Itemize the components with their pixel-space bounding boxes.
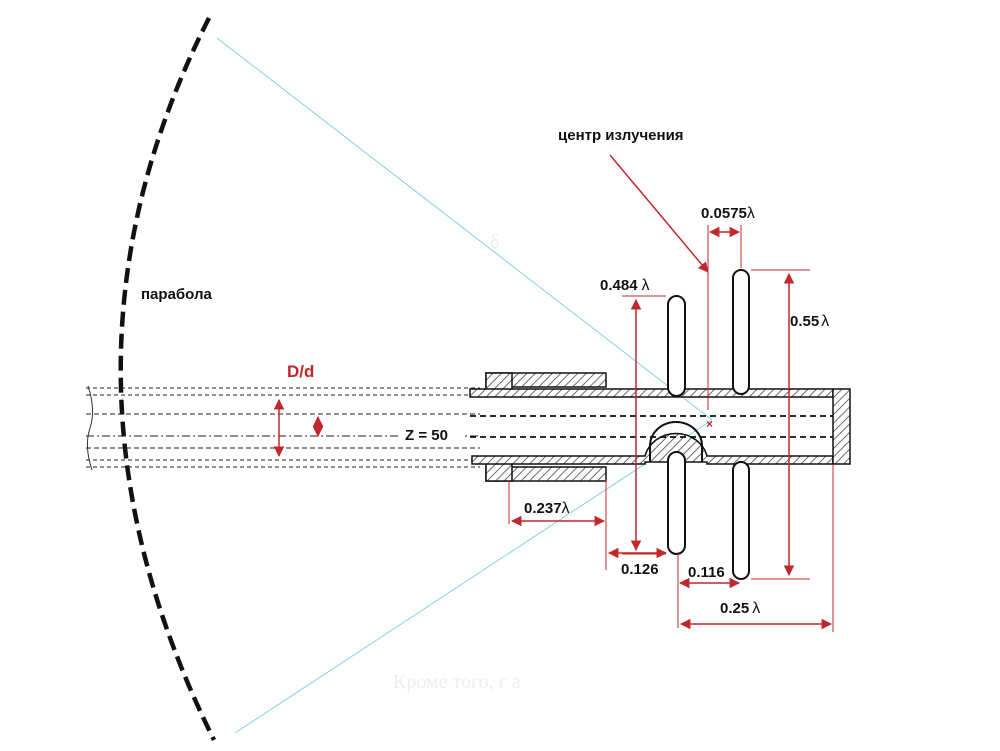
- lambda-symbol: λ: [562, 500, 570, 517]
- radiation-center-pointer: [609, 154, 709, 273]
- dipoles: [667, 269, 750, 580]
- tube-end-cap: [832, 388, 851, 465]
- dipole1-upper-arm: [667, 295, 686, 397]
- parabola-reflector: [118, 16, 217, 742]
- coupling-loop: [649, 421, 703, 462]
- dim-0-0575-value: 0.0575: [701, 205, 747, 222]
- tube-bottom-wall: [471, 432, 834, 465]
- dipole1-lower-arm: [667, 451, 686, 555]
- impedance-label-bg: [400, 424, 462, 444]
- dimension-arrows: [510, 226, 833, 630]
- main-tube: [469, 388, 851, 465]
- dim-0-237-value: 0.237: [524, 500, 562, 517]
- dim-0-237-label: 0.237λ: [524, 500, 570, 517]
- radiation-center-label: центр излучения: [558, 127, 684, 144]
- impedance-label: Z = 50: [405, 427, 448, 444]
- inner-conductor: [470, 415, 833, 438]
- lambda-symbol: λ: [747, 205, 755, 222]
- lambda-symbol: λ: [642, 277, 650, 294]
- dipole2-upper-arm: [732, 269, 750, 395]
- d-ratio-label: D/d: [287, 362, 314, 381]
- dim-0-0575-label: 0.0575λ: [701, 205, 755, 222]
- dipole2-lower-arm: [732, 461, 750, 580]
- dim-0-126-label: 0.126: [621, 561, 659, 578]
- sleeve: [485, 372, 607, 482]
- dim-0-116-label: 0.116: [688, 564, 725, 581]
- dim-0-25-value: 0.25: [720, 600, 749, 617]
- lambda-symbol: λ: [821, 313, 829, 330]
- upper-ray: [216, 37, 713, 421]
- extension-lines: [508, 225, 834, 632]
- parabola-label: парабола: [141, 286, 212, 303]
- dim-0-484-value: 0.484: [600, 277, 638, 294]
- tube-top-wall: [469, 388, 834, 398]
- coax-break-mark: [86, 385, 94, 471]
- dim-0-55-value: 0.55: [790, 313, 819, 330]
- faint-mark: δ: [490, 231, 499, 253]
- radiation-center-mark: ×: [706, 417, 713, 431]
- faint-background-text: Кроме того, г а: [393, 671, 521, 693]
- lambda-symbol: λ: [752, 600, 760, 617]
